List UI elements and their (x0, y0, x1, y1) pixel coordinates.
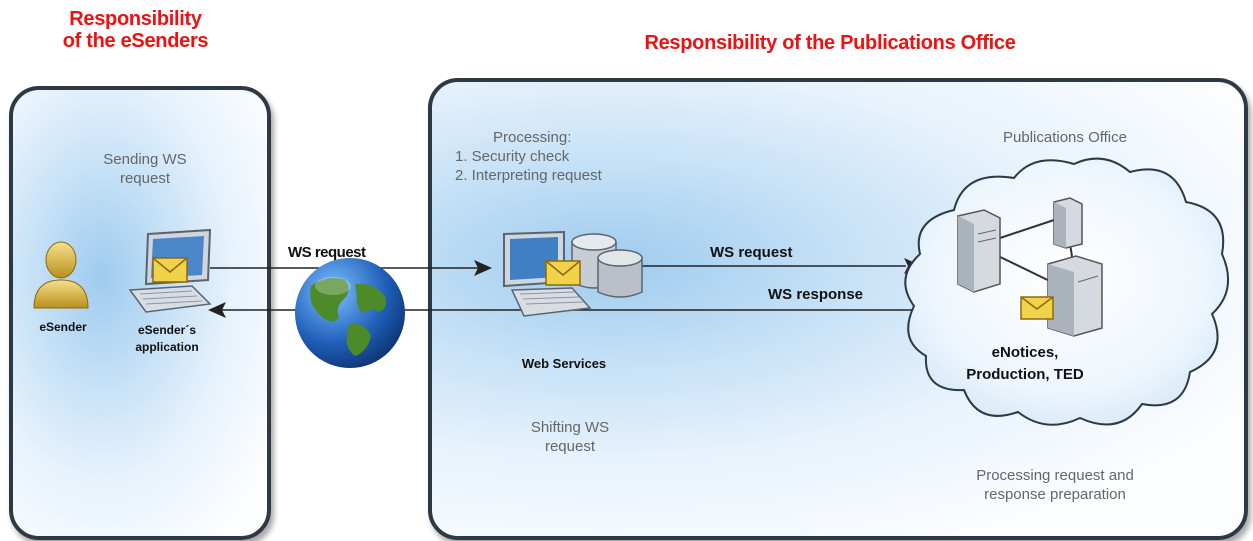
esenders-title-line1: Responsibility (69, 8, 202, 30)
processing-heading: Processing: (493, 129, 572, 146)
app-line2: application (135, 340, 199, 354)
esenders-responsibility-title: Responsibility of the eSenders (28, 8, 243, 52)
publications-office-responsibility-title: Responsibility of the Publications Offic… (644, 32, 1016, 54)
person-icon (33, 241, 89, 309)
globe-icon (295, 258, 405, 368)
ws-response-arrowhead (208, 302, 226, 318)
publications-office-title: Publications Office (1003, 129, 1127, 146)
cloud-line1: eNotices, (991, 344, 1059, 361)
ws-request-arrowhead-left (474, 260, 492, 276)
cloud-systems-label: eNotices, Production, TED (940, 342, 1110, 386)
ws-request-label-right: WS request (710, 244, 793, 261)
envelope-icon (1020, 296, 1054, 320)
esenders-title-line2: of the eSenders (62, 30, 209, 52)
server-icon (1053, 197, 1083, 249)
sending-line1: Sending WS (103, 151, 187, 168)
server-network (957, 197, 1103, 337)
envelope-icon (545, 260, 581, 286)
esender-application-label: eSender´s application (112, 322, 222, 356)
processing-step-1: 1. Security check (455, 148, 570, 165)
cloud-line2: Production, TED (966, 366, 1084, 383)
database-icon (571, 233, 643, 298)
server-icon (1047, 255, 1103, 337)
sending-line2: request (119, 170, 171, 187)
processing-footer-line1: Processing request and (976, 467, 1134, 484)
web-services-label: Web Services (521, 356, 607, 371)
processing-block: Processing: 1. Security check 2. Interpr… (455, 128, 713, 185)
shifting-ws-request-text: Shifting WS request (500, 418, 640, 456)
ws-response-label: WS response (768, 286, 864, 303)
server-icon (957, 209, 1001, 293)
processing-step-2: 2. Interpreting request (455, 167, 602, 184)
esender-label: eSender (39, 320, 87, 334)
esenders-panel (9, 86, 271, 540)
envelope-icon (152, 257, 188, 283)
shifting-line1: Shifting WS (530, 419, 610, 436)
ws-request-label-left: WS request (288, 244, 366, 261)
sending-ws-request-text: Sending WS request (60, 150, 230, 188)
app-line1: eSender´s (137, 323, 197, 337)
processing-footer-line2: response preparation (984, 486, 1126, 503)
shifting-line2: request (544, 438, 596, 455)
computer-icon (128, 228, 212, 313)
processing-footer-text: Processing request and response preparat… (945, 466, 1165, 504)
